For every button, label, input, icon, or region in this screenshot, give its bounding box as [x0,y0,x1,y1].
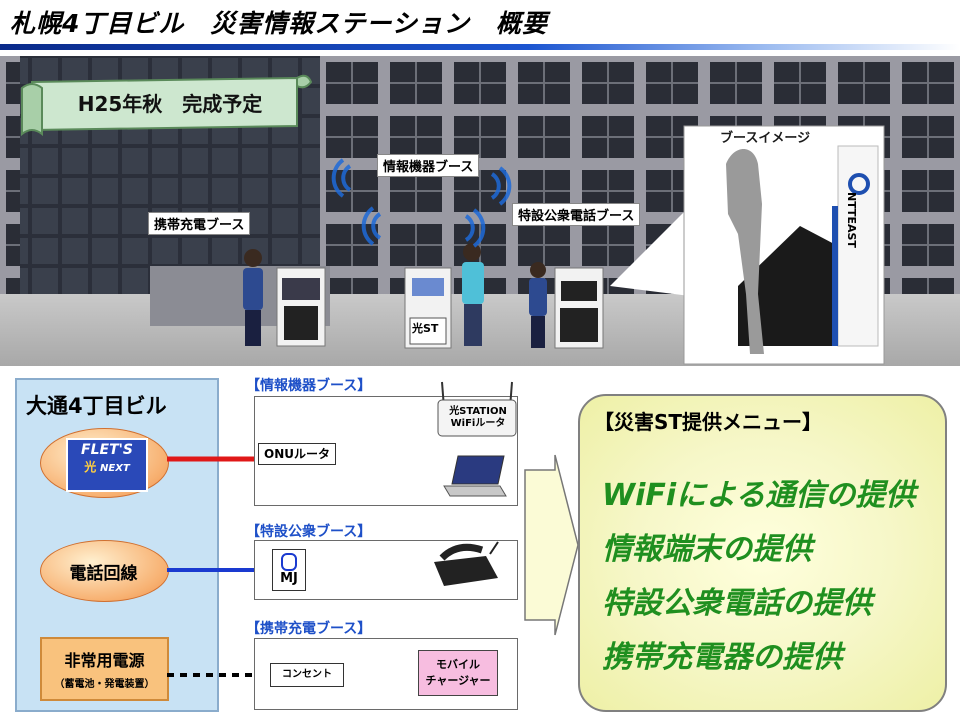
section-title-phone: 【特設公衆ブース】 [246,524,372,540]
completion-banner-text: H25年秋 完成予定 [77,92,263,116]
phone-line-label: 電話回線 [69,564,138,584]
phone-line-oval [40,540,169,602]
outlet-label: コンセント [270,663,344,687]
menu-item-wifi: WiFiによる通信の提供 [602,478,916,513]
title-underline [0,44,960,50]
telephone-icon [434,541,499,586]
section-title-info: 【情報機器ブース】 [246,378,372,394]
modular-jack: MJ [272,549,306,591]
menu-item-charger: 携帯充電器の提供 [602,640,842,675]
booth-image-label: ブースイメージ [720,131,811,146]
completion-banner-scroll [21,74,312,137]
page-title: 札幌4丁目ビル 災害情報ステーション 概要 [10,9,548,38]
menu-title: 【災害ST提供メニュー】 [594,410,823,434]
kiosk-phone [554,267,604,349]
kiosk-label: 光ST [412,322,439,335]
kiosk-info [404,267,452,349]
kiosk-charging [276,267,326,347]
laptop-icon [443,455,507,497]
building-scene-illustration [0,56,960,366]
wifi-signal-icons [331,158,512,248]
flets-hikari-next-logo: FLET'S 光 NEXT [66,438,148,492]
flets-logo-next: NEXT [100,463,130,474]
building-panel-title: 大通4丁目ビル [26,394,167,418]
menu-box [578,394,947,712]
emergency-power-sub: （蓄電池・発電装置） [54,679,155,690]
section-title-charging: 【携帯充電ブース】 [246,621,372,637]
wifi-router-label: 光STATION WiFiルータ [449,406,507,429]
emergency-power-box [40,637,169,701]
menu-item-phone: 特設公衆電話の提供 [602,586,872,621]
mj-label: MJ [280,571,298,586]
menu-item-terminal: 情報端末の提供 [602,532,812,567]
scene-label-charging: 携帯充電ブース [148,212,251,235]
ntt-east-logo-text: NTTEAST [845,192,858,248]
jack-icon [281,553,297,571]
onu-router-label: ONUルータ [258,443,336,465]
wifi-router-icon [437,381,517,437]
mobile-charger-label: モバイル チャージャー [418,650,498,696]
scene-label-info: 情報機器ブース [377,154,480,177]
flets-logo-name: FLET'S [81,442,133,458]
flets-logo-hikari: 光 [84,460,97,474]
scene-label-phone: 特設公衆電話ブース [512,203,641,226]
emergency-power-title: 非常用電源 [64,651,145,670]
